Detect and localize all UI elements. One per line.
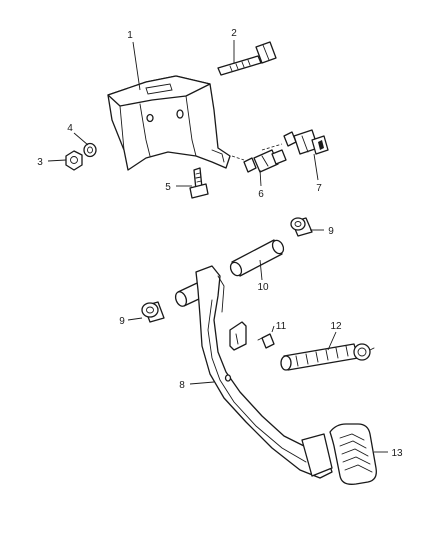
- pivot-sleeve: [229, 239, 285, 277]
- callout-1: 1: [127, 30, 133, 41]
- callout-13: 13: [391, 448, 403, 459]
- callout-3: 3: [37, 157, 43, 168]
- leader-4: [73, 132, 89, 146]
- callout-labels: 1 2 3 4 5 6 7 8 9 9 10 11 12 13: [37, 28, 403, 459]
- leader-6: [259, 169, 262, 187]
- leader-1: [132, 41, 141, 91]
- brake-pedal-arm: [174, 265, 333, 479]
- callout-5: 5: [165, 182, 171, 193]
- brake-light-switch: [231, 143, 287, 173]
- return-spring: [280, 343, 375, 371]
- stud-bolt: [189, 167, 209, 199]
- callout-4: 4: [67, 123, 73, 134]
- nut: [65, 150, 83, 171]
- leader-10: [259, 259, 263, 281]
- leader-9b: [127, 317, 143, 321]
- callout-2: 2: [231, 28, 237, 39]
- bolt: [217, 41, 277, 76]
- bushing-lower: [141, 301, 165, 323]
- callout-8: 8: [179, 380, 185, 391]
- leader-11: [271, 325, 275, 333]
- callout-6: 6: [258, 189, 264, 200]
- leader-12: [327, 331, 337, 351]
- callout-12: 12: [330, 321, 342, 332]
- leader-3: [47, 159, 67, 162]
- callout-11: 11: [276, 321, 287, 332]
- washer: [83, 142, 97, 158]
- bushing-upper: [290, 217, 313, 237]
- leader-8: [189, 381, 215, 385]
- callout-7: 7: [316, 183, 322, 194]
- pedal-pad: [329, 423, 377, 485]
- clip: [257, 333, 275, 349]
- callout-9-lower: 9: [119, 316, 125, 327]
- callout-10: 10: [257, 282, 269, 293]
- callout-9-upper: 9: [328, 226, 334, 237]
- switch-connector: [283, 129, 329, 155]
- leader-lines: [47, 40, 388, 453]
- pedal-support-bracket: [107, 75, 231, 171]
- leader-7: [313, 153, 319, 181]
